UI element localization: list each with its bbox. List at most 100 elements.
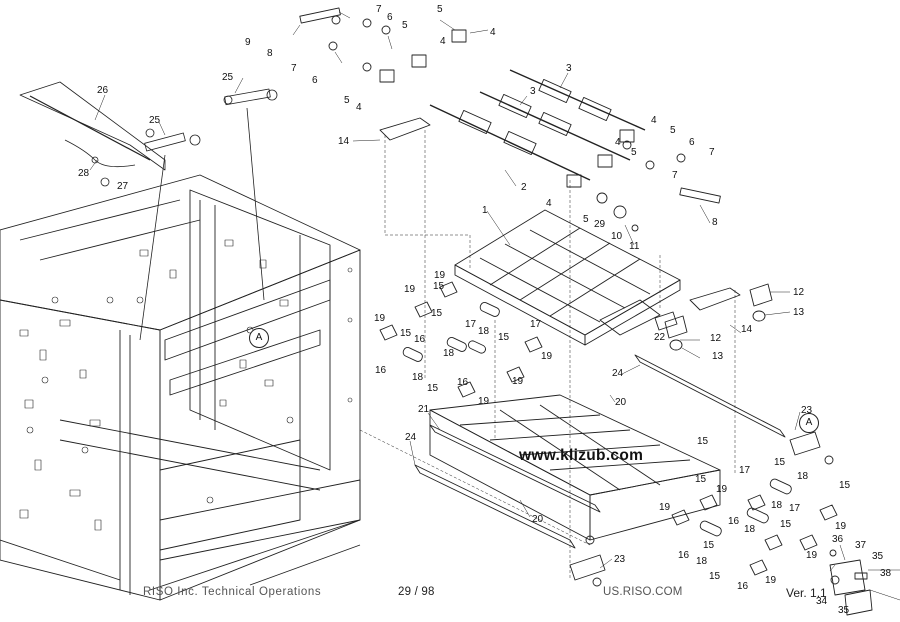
callout-label: 19 xyxy=(765,575,777,586)
callout-label: 35 xyxy=(872,551,884,562)
callout-label: 7 xyxy=(672,170,678,181)
callout-label: 16 xyxy=(728,516,740,527)
right-border-lines xyxy=(868,569,900,601)
upper-left-parts xyxy=(19,81,278,341)
callout-label: 19 xyxy=(374,313,386,324)
callout-label: 14 xyxy=(338,136,350,147)
callout-label: 16 xyxy=(457,377,469,388)
callout-label: 18 xyxy=(412,372,424,383)
callout-label: 18 xyxy=(696,556,708,567)
callout-label: 2 xyxy=(521,182,527,193)
callout-label: 18 xyxy=(797,471,809,482)
callout-label: 19 xyxy=(659,502,671,513)
frame-holes xyxy=(19,239,353,531)
callout-label: 15 xyxy=(433,281,445,292)
main-frame xyxy=(0,174,361,601)
callout-label: 15 xyxy=(498,332,510,343)
callout-label: 5 xyxy=(670,125,676,136)
callout-label: 3 xyxy=(566,63,572,74)
callout-label: 18 xyxy=(443,348,455,359)
callout-label: 7 xyxy=(291,63,297,74)
callout-label: 15 xyxy=(709,571,721,582)
callout-label: 21 xyxy=(418,404,430,415)
callout-label: 5 xyxy=(631,147,637,158)
callout-label: 18 xyxy=(744,524,756,535)
callout-label: 12 xyxy=(710,333,722,344)
callout-label: 4 xyxy=(651,115,657,126)
callout-label: 4 xyxy=(615,137,621,148)
detail-marker-a: A xyxy=(799,413,819,433)
callout-label: 34 xyxy=(816,596,828,607)
callout-label: 15 xyxy=(427,383,439,394)
callout-label: 10 xyxy=(611,231,623,242)
callout-label: 15 xyxy=(703,540,715,551)
callout-label: 17 xyxy=(739,465,751,476)
upper-tray xyxy=(454,209,681,346)
callout-label: 6 xyxy=(387,12,393,23)
callout-label: 14 xyxy=(741,324,753,335)
callout-label: 28 xyxy=(78,168,90,179)
callout-label: 15 xyxy=(431,308,443,319)
callout-label: 5 xyxy=(437,4,443,15)
callout-label: 15 xyxy=(697,436,709,447)
callout-label: 19 xyxy=(404,284,416,295)
callout-label: 16 xyxy=(678,550,690,561)
callout-label: 26 xyxy=(97,85,109,96)
callout-label: 19 xyxy=(541,351,553,362)
callout-label: 3 xyxy=(530,86,536,97)
callout-label: 35 xyxy=(838,605,850,616)
callout-label: 15 xyxy=(780,519,792,530)
callout-label: 1 xyxy=(482,205,488,216)
callout-label: 15 xyxy=(839,480,851,491)
callout-label: 25 xyxy=(149,115,161,126)
callout-label: 8 xyxy=(267,48,273,59)
footer-website: US.RISO.COM xyxy=(603,586,683,598)
callout-label: 11 xyxy=(629,241,640,252)
lower-tray xyxy=(414,354,834,587)
callout-label: 19 xyxy=(835,521,847,532)
callout-label: 16 xyxy=(375,365,387,376)
callout-label: 12 xyxy=(793,287,805,298)
callout-label: 20 xyxy=(532,514,544,525)
callout-label: 25 xyxy=(222,72,234,83)
callout-label: 27 xyxy=(117,181,129,192)
leader-lines xyxy=(89,11,846,572)
callout-label: 7 xyxy=(709,147,715,158)
callout-label: 13 xyxy=(793,307,805,318)
callout-label: 6 xyxy=(689,137,695,148)
callout-label: 4 xyxy=(546,198,552,209)
callout-label: 6 xyxy=(312,75,318,86)
callout-label: 24 xyxy=(612,368,624,379)
callout-label: 13 xyxy=(712,351,724,362)
callout-label: 38 xyxy=(880,568,892,579)
callout-label: 17 xyxy=(789,503,801,514)
callout-label: 18 xyxy=(771,500,783,511)
callout-label: 20 xyxy=(615,397,627,408)
callout-label: 5 xyxy=(402,20,408,31)
callout-label: 5 xyxy=(344,95,350,106)
footer-company: RISO Inc. Technical Operations xyxy=(143,586,322,598)
callout-label: 16 xyxy=(737,581,749,592)
callout-label: 22 xyxy=(654,332,666,343)
callout-label: 19 xyxy=(512,376,524,387)
callout-label: 4 xyxy=(440,36,446,47)
callout-label: 9 xyxy=(245,37,251,48)
callout-label: 17 xyxy=(465,319,477,330)
callout-label: 15 xyxy=(400,328,412,339)
callout-label: 16 xyxy=(414,334,426,345)
callout-label: 7 xyxy=(376,4,382,15)
right-small-parts xyxy=(654,283,873,616)
detail-marker-a: A xyxy=(249,328,269,348)
shafts-rollers xyxy=(299,7,741,311)
callout-label: 19 xyxy=(434,270,446,281)
callout-label: 15 xyxy=(774,457,786,468)
page-number: 29 / 98 xyxy=(398,586,435,598)
callout-label: 4 xyxy=(356,102,362,113)
callout-label: 15 xyxy=(695,474,707,485)
callout-label: 37 xyxy=(855,540,867,551)
callout-label: 36 xyxy=(832,534,844,545)
watermark-text: www.klizub.com xyxy=(519,447,644,464)
callout-label: 5 xyxy=(583,214,589,225)
callout-label: 4 xyxy=(490,27,496,38)
